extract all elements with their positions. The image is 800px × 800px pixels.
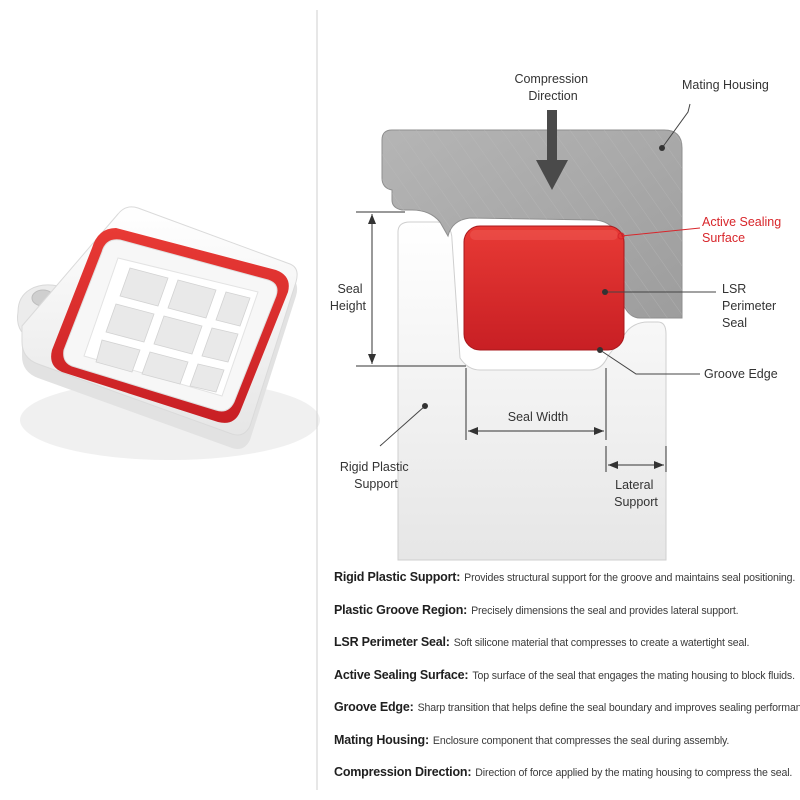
label-rigid-plastic-support: Rigid Plastic Support <box>340 460 412 491</box>
cross-section: Compression Direction Mating Housing Act… <box>330 72 785 561</box>
legend-term: Plastic Groove Region: <box>334 602 468 617</box>
leader-groove-edge <box>599 349 700 375</box>
legend-term: Compression Direction: <box>334 765 472 779</box>
rigid-plastic-support <box>397 221 667 561</box>
legend-term: Active Sealing Surface: <box>334 667 469 682</box>
label-lateral-support: Lateral Support <box>614 478 658 509</box>
dim-seal-height <box>356 211 466 367</box>
compression-arrow <box>536 110 568 190</box>
label-seal-width: Seal Width <box>508 410 568 424</box>
legend-term: Groove Edge: <box>334 700 414 714</box>
label-mating-housing: Mating Housing <box>682 78 769 92</box>
dim-lateral-support <box>605 446 667 472</box>
legend-row-mating-housing: Mating Housing:Enclosure component that … <box>334 728 796 761</box>
dim-seal-width <box>465 368 607 440</box>
label-groove-edge: Groove Edge <box>704 367 778 381</box>
legend-desc: Direction of force applied by the mating… <box>475 767 793 779</box>
legend: Rigid Plastic Support:Provides structura… <box>334 565 800 793</box>
grid-cells <box>95 267 251 393</box>
legend-desc: Top surface of the seal that engages the… <box>472 669 795 682</box>
legend-desc: Soft silicone material that compresses t… <box>453 637 750 649</box>
legend-row-compression-direction: Compression Direction:Direction of force… <box>334 760 796 793</box>
product-render <box>17 206 320 460</box>
label-seal-height: Seal Height <box>330 282 367 313</box>
leader-active-surface <box>620 227 701 237</box>
label-active-sealing-surface: Active Sealing Surface <box>702 215 785 245</box>
legend-term: Rigid Plastic Support: <box>334 570 461 584</box>
legend-row-rigid-plastic-support: Rigid Plastic Support:Provides structura… <box>334 565 796 598</box>
leader-rigid-support <box>379 405 426 447</box>
lsr-seal <box>463 225 625 351</box>
label-compression-direction: Compression Direction <box>514 72 591 103</box>
legend-desc: Precisely dimensions the seal and provid… <box>471 604 739 617</box>
legend-row-lsr-perimeter-seal: LSR Perimeter Seal:Soft silicone materia… <box>334 630 796 663</box>
legend-term: Mating Housing: <box>334 732 429 747</box>
legend-term: LSR Perimeter Seal: <box>334 635 450 649</box>
legend-row-groove-edge: Groove Edge:Sharp transition that helps … <box>334 695 800 728</box>
legend-row-plastic-groove-region: Plastic Groove Region:Precisely dimensio… <box>334 598 796 631</box>
legend-desc: Sharp transition that helps define the s… <box>417 702 800 714</box>
legend-desc: Enclosure component that compresses the … <box>432 734 730 747</box>
legend-row-active-sealing-surface: Active Sealing Surface:Top surface of th… <box>334 663 796 696</box>
legend-desc: Provides structural support for the groo… <box>464 572 796 584</box>
label-lsr-perimeter-seal: LSR Perimeter Seal <box>722 282 780 330</box>
leader-mating-housing <box>661 103 691 149</box>
